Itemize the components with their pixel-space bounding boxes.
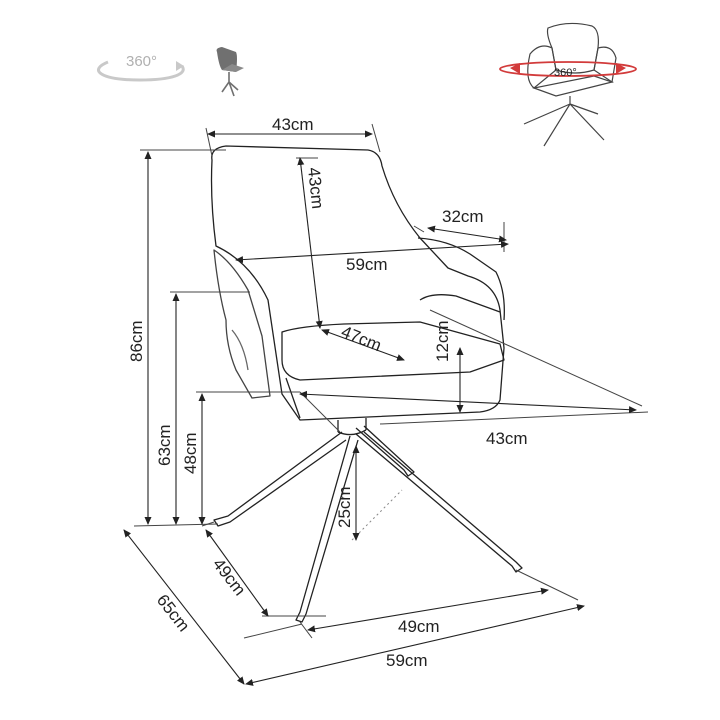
- seat-cushion: [281, 321, 505, 381]
- back-side-panel: [213, 249, 271, 399]
- rotation-label-right: 360°: [554, 67, 577, 79]
- label-back-width: 43cm: [272, 115, 314, 134]
- guide-lines: [133, 123, 649, 639]
- label-back-height: 43cm: [304, 166, 327, 209]
- label-leg-height: 25cm: [335, 486, 354, 528]
- label-seat-height: 48cm: [181, 432, 200, 474]
- label-overall-depth: 65cm: [153, 591, 194, 635]
- label-overall-width: 59cm: [386, 651, 428, 670]
- rotate-arrow-icon: [97, 60, 185, 82]
- label-arm-height: 12cm: [433, 320, 452, 362]
- label-overall-width-top: 59cm: [346, 255, 388, 274]
- leg-guide-dotted: [351, 489, 403, 541]
- label-seat-depth: 47cm: [339, 322, 385, 355]
- rotation-label-left: 360°: [126, 53, 157, 70]
- dim-line-overall-depth: [123, 529, 245, 685]
- label-total-height: 86cm: [127, 320, 146, 362]
- dim-line-overall-width: [245, 604, 585, 686]
- dim-line-arm-depth: [427, 225, 507, 243]
- chair-legs: [213, 425, 523, 623]
- label-base-depth: 49cm: [209, 555, 250, 599]
- rotation-badge-left: 360°: [97, 47, 244, 97]
- swivel-column: [337, 418, 367, 436]
- dim-line-overall-width-top: [235, 240, 509, 264]
- label-seat-width: 43cm: [486, 429, 528, 448]
- rotation-badge-right: 360°: [499, 22, 637, 147]
- swivel-chair-icon: [499, 22, 637, 147]
- dim-line-seat-depth: [321, 329, 405, 361]
- dim-line-seat-width: [299, 390, 637, 414]
- label-base-width: 49cm: [398, 617, 440, 636]
- label-arm-depth: 32cm: [442, 207, 484, 226]
- dimension-labels: 43cm 43cm 32cm 59cm 47cm 12cm 43cm 86cm …: [127, 115, 528, 670]
- dimension-lines: [123, 130, 637, 686]
- label-arm-floor-height: 63cm: [155, 424, 174, 466]
- backrest: [210, 145, 505, 421]
- mini-chair-icon: [216, 47, 244, 97]
